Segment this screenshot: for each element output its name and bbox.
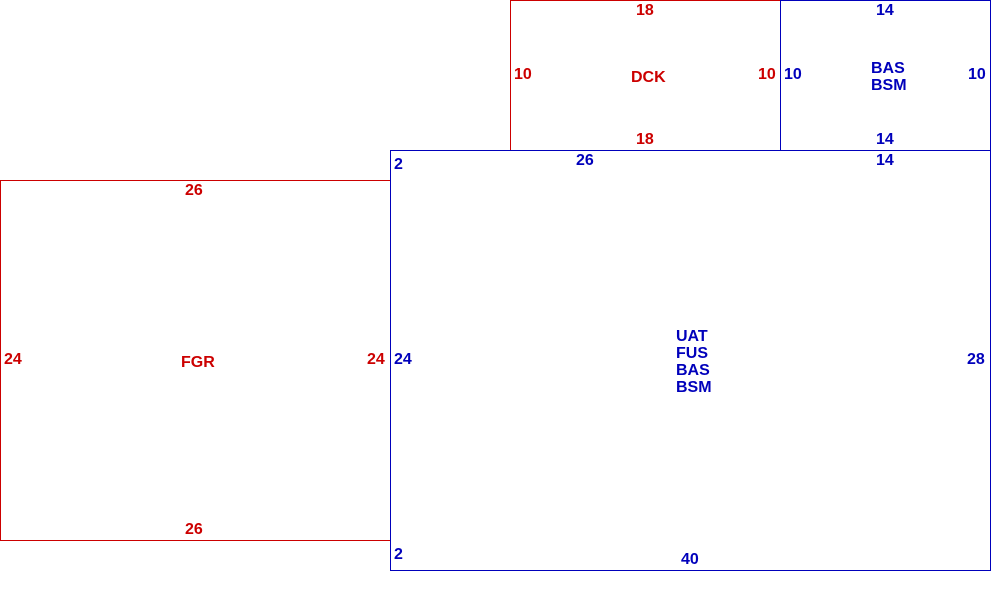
bas-bsm-top-name-1: BAS <box>871 60 905 77</box>
main-corner-bottom-label: 2 <box>394 546 403 563</box>
main-room-names: UAT FUS BAS BSM <box>676 328 712 396</box>
bas-bsm-top-name-2: BSM <box>871 77 907 94</box>
dck-right-label: 10 <box>758 66 776 83</box>
main-top-left-label: 26 <box>576 152 594 169</box>
main-top-right-label: 14 <box>876 152 894 169</box>
bas-bsm-top-bottom-label: 14 <box>876 131 894 148</box>
dck-top-label: 18 <box>636 2 654 19</box>
bas-bsm-top-right-label: 10 <box>968 66 986 83</box>
bas-bsm-top-left-label: 10 <box>784 66 802 83</box>
main-name-2: FUS <box>676 345 708 362</box>
dck-bottom-label: 18 <box>636 131 654 148</box>
main-right-label: 28 <box>967 351 985 368</box>
fgr-left-label: 24 <box>4 351 22 368</box>
main-name-3: BAS <box>676 362 710 379</box>
room-main <box>390 150 991 571</box>
fgr-room-name: FGR <box>181 354 215 371</box>
main-corner-top-label: 2 <box>394 156 403 173</box>
fgr-top-label: 26 <box>185 182 203 199</box>
main-bottom-label: 40 <box>681 551 699 568</box>
dck-room-name: DCK <box>631 69 666 86</box>
fgr-right-label: 24 <box>367 351 385 368</box>
main-left-label: 24 <box>394 351 412 368</box>
main-name-1: UAT <box>676 328 708 345</box>
fgr-bottom-label: 26 <box>185 521 203 538</box>
main-name-4: BSM <box>676 379 712 396</box>
bas-bsm-top-top-label: 14 <box>876 2 894 19</box>
dck-left-label: 10 <box>514 66 532 83</box>
bas-bsm-top-room-names: BAS BSM <box>871 60 907 94</box>
